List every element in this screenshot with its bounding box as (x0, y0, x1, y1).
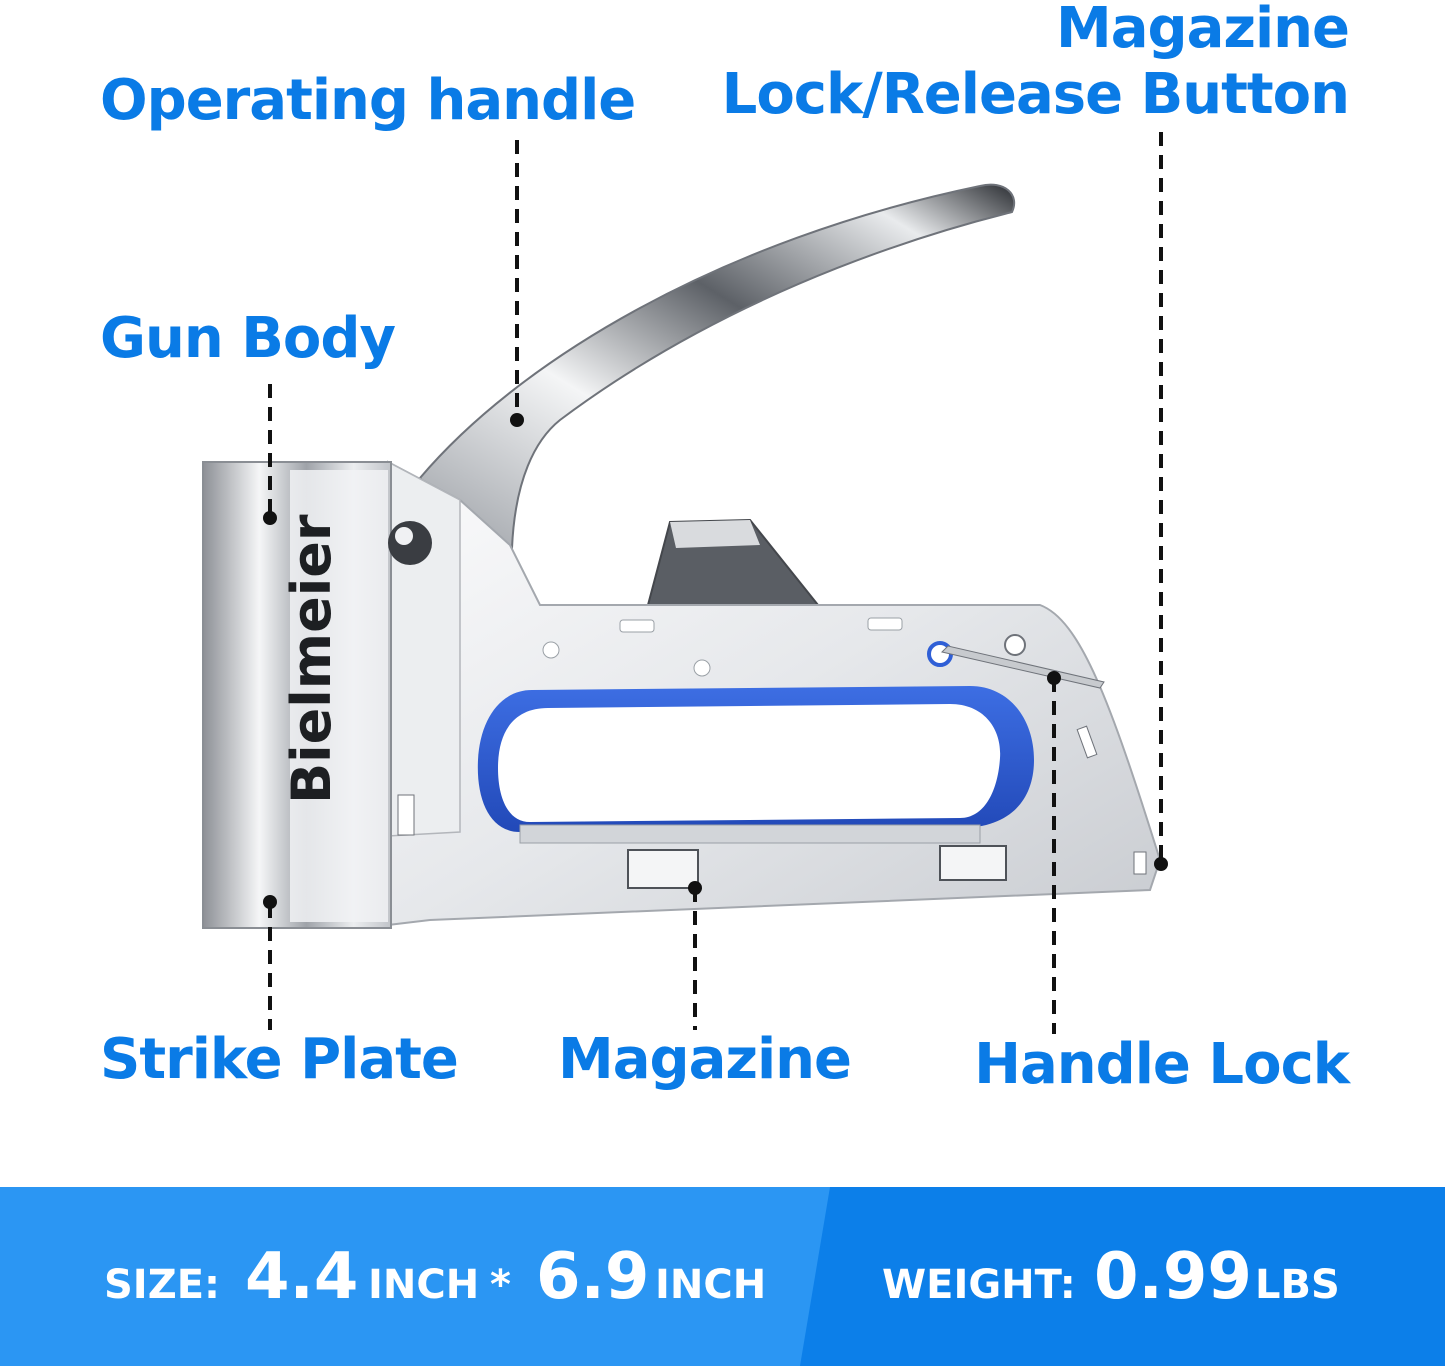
size-unit-2: INCH (655, 1262, 767, 1308)
brand-wordmark: Bielmeier (280, 514, 343, 804)
weight-unit: LBS (1255, 1262, 1340, 1308)
label-gun-body: Gun Body (100, 306, 396, 371)
label-magazine-release-line1: Magazine (1055, 0, 1350, 61)
operating-handle-shape (418, 183, 1016, 549)
staple-gun-illustration: Bielmeier (202, 132, 1168, 1034)
weight-value: 0.99 (1094, 1240, 1252, 1314)
label-magazine: Magazine (558, 1027, 852, 1092)
spec-banner: SIZE: 4.4 INCH * 6.9 INCH WEIGHT: 0.99 L… (0, 1187, 1445, 1366)
size-width-value: 4.4 (245, 1240, 359, 1314)
label-operating-handle: Operating handle (100, 68, 636, 133)
size-height-value: 6.9 (536, 1240, 650, 1314)
weight-label: WEIGHT: (882, 1262, 1076, 1308)
label-handle-lock: Handle Lock (974, 1032, 1350, 1097)
size-unit-1: INCH (368, 1262, 480, 1308)
label-strike-plate: Strike Plate (100, 1027, 459, 1092)
times-symbol: * (490, 1262, 511, 1308)
label-magazine-release-line2: Lock/Release Button (721, 62, 1350, 127)
size-label: SIZE: (104, 1262, 221, 1308)
